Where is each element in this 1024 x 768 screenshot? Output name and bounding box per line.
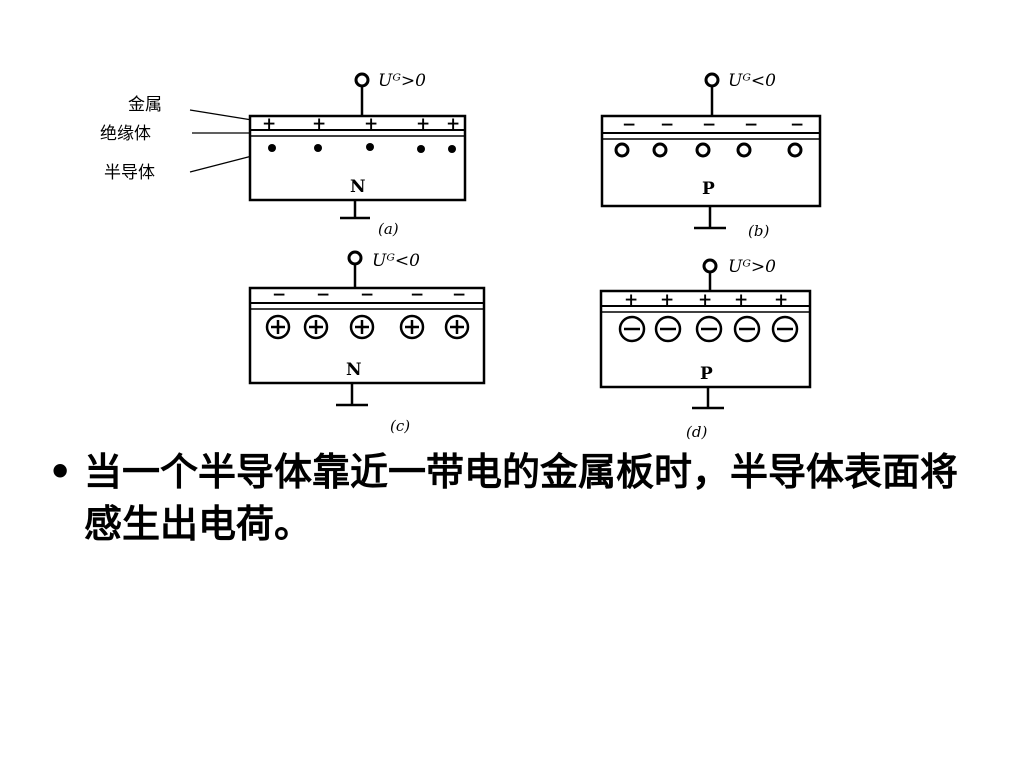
bullet-item: • 当一个半导体靠近一带电的金属板时，半导体表面将感生出电荷。 <box>48 446 978 550</box>
positive-ion-icon <box>444 314 470 340</box>
panel-d: Uᴳ>0 + + + + + P (d) <box>599 257 812 441</box>
gate-voltage-label: Uᴳ>0 <box>728 257 776 277</box>
gate-voltage-label: Uᴳ<0 <box>372 251 420 271</box>
semiconductor-type: N <box>350 177 366 197</box>
bullet-mark: • <box>48 450 73 494</box>
plate-charge: + <box>364 114 378 134</box>
plate-charge: − <box>660 115 674 135</box>
gate-voltage-label: Uᴳ<0 <box>728 71 776 91</box>
negative-ion-icon <box>654 315 682 343</box>
semiconductor-type: P <box>702 179 715 199</box>
positive-ion-icon <box>399 314 425 340</box>
gate-terminal-icon <box>354 72 370 88</box>
plate-charge: + <box>312 114 326 134</box>
panel-caption: (d) <box>686 423 707 441</box>
panel-c: Uᴳ<0 − − − − − <box>248 250 486 435</box>
negative-ion-icon <box>733 315 761 343</box>
plate-charge: − <box>622 115 636 135</box>
plate-charge: + <box>660 290 674 310</box>
plate-charge: − <box>744 115 758 135</box>
plate-charge: − <box>790 115 804 135</box>
label-metal: 金属 <box>128 95 162 115</box>
plate-charge: + <box>734 290 748 310</box>
panel-caption: (a) <box>378 220 399 238</box>
plate-charge: − <box>452 285 466 305</box>
gate-terminal-icon <box>347 250 363 266</box>
hole-icon <box>695 142 711 158</box>
panel-caption: (b) <box>748 222 769 240</box>
gate-terminal-icon <box>704 72 720 88</box>
plate-charge: − <box>360 285 374 305</box>
panel-b: Uᴳ<0 − − − − − P (b) <box>600 71 822 240</box>
plate-charge: + <box>698 290 712 310</box>
semiconductor-type: N <box>346 360 362 380</box>
plate-charge: − <box>410 285 424 305</box>
hole-icon <box>736 142 752 158</box>
gate-terminal-icon <box>702 258 718 274</box>
plate-charge: + <box>416 114 430 134</box>
hole-icon <box>652 142 668 158</box>
electron-dot-icon <box>366 143 374 151</box>
hole-icon <box>614 142 630 158</box>
electron-dot-icon <box>417 145 425 153</box>
plate-charge: − <box>272 285 286 305</box>
semiconductor-block <box>600 114 822 208</box>
plate-charge: + <box>446 114 460 134</box>
mos-charge-diagram: 金属 绝缘体 半导体 Uᴳ>0 + + + + + <box>100 71 822 441</box>
panel-caption: (c) <box>390 417 410 435</box>
plate-charge: + <box>262 114 276 134</box>
label-leaders <box>189 109 253 173</box>
positive-ion-icon <box>303 314 329 340</box>
positive-ion-icon <box>349 314 375 340</box>
electron-dot-icon <box>314 144 322 152</box>
label-insulator: 绝缘体 <box>100 124 151 144</box>
label-semiconductor: 半导体 <box>104 163 155 183</box>
negative-ion-icon <box>771 315 799 343</box>
hole-icon <box>787 142 803 158</box>
negative-ion-icon <box>618 315 646 343</box>
electron-dot-icon <box>268 144 276 152</box>
electron-dot-icon <box>448 145 456 153</box>
plate-charge: + <box>624 290 638 310</box>
gate-voltage-label: Uᴳ>0 <box>378 71 426 91</box>
plate-charge: − <box>702 115 716 135</box>
negative-ion-icon <box>695 315 723 343</box>
positive-ion-icon <box>265 314 291 340</box>
bullet-text: 当一个半导体靠近一带电的金属板时，半导体表面将感生出电荷。 <box>84 450 959 546</box>
panel-a: Uᴳ>0 + + + + + N (a) <box>248 71 467 238</box>
semiconductor-type: P <box>700 364 713 384</box>
plate-charge: − <box>316 285 330 305</box>
plate-charge: + <box>774 290 788 310</box>
